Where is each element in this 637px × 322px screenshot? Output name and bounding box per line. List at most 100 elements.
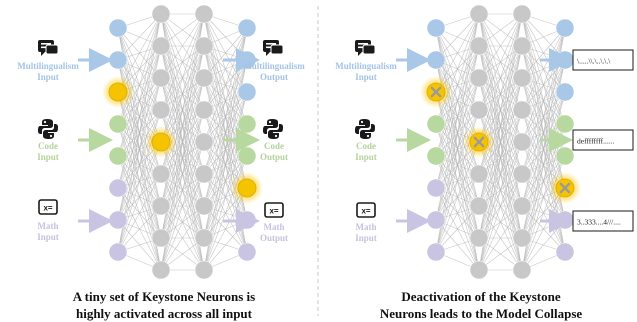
- right-input-math-label: Math: [356, 222, 377, 232]
- right-input-multilingual-sublabel: Input: [355, 72, 377, 82]
- left-input-code-label: Code: [38, 141, 58, 151]
- right-output-text-code: deffffffff......: [577, 137, 614, 146]
- right-neuron-1-2: [469, 68, 489, 88]
- left-neuron-2-1: [194, 36, 214, 56]
- left-neuron-0-5: [108, 178, 128, 198]
- right-input-code-sublabel: Input: [355, 152, 377, 162]
- left-keystone-neuron-3-5: [237, 178, 257, 198]
- right-neuron-2-8: [512, 260, 532, 280]
- left-neuron-2-6: [194, 196, 214, 216]
- right-neuron-2-4: [512, 132, 532, 152]
- right-input-math: x= Math Input: [355, 202, 377, 243]
- right-neuron-0-3: [426, 114, 446, 134]
- right-neuron-0-7: [426, 242, 446, 262]
- left-neuron-3-0: [237, 18, 257, 38]
- chat-icon: [38, 40, 59, 56]
- svg-text:x=: x=: [361, 207, 370, 216]
- right-neuron-3-0: [555, 18, 575, 38]
- left-neuron-1-5: [151, 164, 171, 184]
- left-neuron-3-4: [237, 146, 257, 166]
- math-formula-icon: x=: [38, 199, 58, 215]
- deactivated-x-icon: [473, 136, 485, 148]
- math-formula-icon: x=: [356, 202, 376, 218]
- left-neuron-0-1: [108, 50, 128, 70]
- left-neuron-2-2: [194, 68, 214, 88]
- right-output-text-math: 3..333....4///....: [577, 218, 621, 227]
- left-keystone-neuron-1-4: [151, 132, 171, 152]
- left-caption: A tiny set of Keystone Neurons is highly…: [14, 288, 314, 322]
- left-input-multilingual-sublabel: Input: [37, 72, 59, 82]
- chat-icon: [263, 40, 284, 56]
- left-neuron-2-4: [194, 132, 214, 152]
- right-input-multilingual: Multilingualism Input: [335, 40, 397, 82]
- right-caption: Deactivation of the Keystone Neurons lea…: [331, 288, 631, 322]
- left-neuron-0-4: [108, 146, 128, 166]
- right-caption-line1: Deactivation of the Keystone: [401, 289, 561, 304]
- right-neuron-2-6: [512, 196, 532, 216]
- right-neuron-0-5: [426, 178, 446, 198]
- right-neuron-0-6: [426, 210, 446, 230]
- left-neuron-3-7: [237, 242, 257, 262]
- right-neuron-2-7: [512, 228, 532, 248]
- left-neuron-1-7: [151, 228, 171, 248]
- right-neuron-1-3: [469, 100, 489, 120]
- left-neuron-3-3: [237, 114, 257, 134]
- left-output-math-sublabel: Output: [260, 233, 288, 243]
- right-neuron-2-2: [512, 68, 532, 88]
- left-neuron-2-8: [194, 260, 214, 280]
- left-keystone-neuron-0-2: [108, 82, 128, 102]
- right-neuron-1-6: [469, 196, 489, 216]
- svg-text:x=: x=: [269, 207, 278, 216]
- right-output-box-code: deffffffff......: [572, 129, 634, 151]
- deactivated-x-icon: [430, 86, 442, 98]
- right-neuron-2-0: [512, 4, 532, 24]
- right-neuron-2-1: [512, 36, 532, 56]
- left-network: [102, 4, 263, 280]
- right-neuron-3-7: [555, 242, 575, 262]
- left-neuron-2-7: [194, 228, 214, 248]
- left-neuron-1-3: [151, 100, 171, 120]
- right-neuron-0-0: [426, 18, 446, 38]
- left-neuron-1-8: [151, 260, 171, 280]
- python-icon: [263, 119, 283, 139]
- left-neuron-2-0: [194, 4, 214, 24]
- left-neuron-2-5: [194, 164, 214, 184]
- left-edges: [117, 13, 248, 271]
- left-input-math-label: Math: [38, 221, 59, 231]
- right-neuron-1-7: [469, 228, 489, 248]
- right-neuron-1-8: [469, 260, 489, 280]
- left-caption-line2: highly activated across all input: [75, 306, 252, 321]
- left-neuron-1-0: [151, 4, 171, 24]
- right-output-box-math: 3..333....4///....: [572, 210, 634, 232]
- left-neuron-0-3: [108, 114, 128, 134]
- left-neuron-2-3: [194, 100, 214, 120]
- right-input-code-label: Code: [356, 141, 376, 151]
- right-output-text-multilingual: \.....\\.\..\.\.\: [577, 57, 611, 66]
- left-neuron-3-2: [237, 82, 257, 102]
- left-neuron-1-6: [151, 196, 171, 216]
- left-neuron-0-0: [108, 18, 128, 38]
- right-output-box-multilingual: \.....\\.\..\.\.\: [572, 49, 634, 71]
- math-formula-icon: x=: [264, 202, 284, 218]
- python-icon: [355, 119, 375, 139]
- left-neuron-0-7: [108, 242, 128, 262]
- right-neuron-3-4: [555, 146, 575, 166]
- right-neuron-0-1: [426, 50, 446, 70]
- left-output-multilingual-sublabel: Output: [260, 72, 288, 82]
- right-neuron-3-3: [555, 114, 575, 134]
- left-input-code-sublabel: Input: [37, 152, 59, 162]
- left-input-code: Code Input: [37, 119, 59, 162]
- chat-icon: [355, 40, 376, 56]
- left-output-multilingual: Multilingualism Output: [243, 40, 305, 82]
- left-output-code: Code Output: [260, 119, 288, 162]
- right-input-math-sublabel: Input: [355, 233, 377, 243]
- left-neuron-1-1: [151, 36, 171, 56]
- right-neuron-2-3: [512, 100, 532, 120]
- right-input-code: Code Input: [355, 119, 377, 162]
- right-neuron-1-5: [469, 164, 489, 184]
- left-input-math-sublabel: Input: [37, 232, 59, 242]
- deactivated-x-icon: [559, 182, 571, 194]
- right-neuron-3-2: [555, 82, 575, 102]
- left-caption-line1: A tiny set of Keystone Neurons is: [72, 289, 256, 304]
